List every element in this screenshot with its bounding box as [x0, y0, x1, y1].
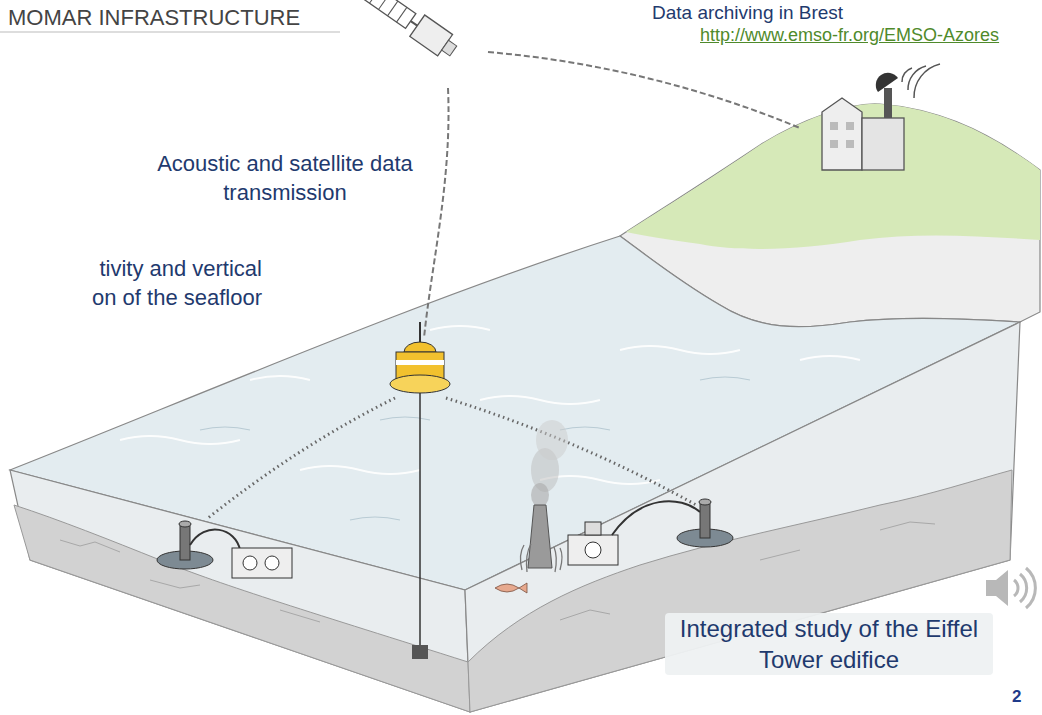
edifice-caption: Integrated study of the Eiffel Tower edi… — [665, 613, 993, 675]
page-number: 2 — [1012, 686, 1021, 708]
seafloor-caption: tivity and vertical on of the seafloor — [82, 255, 262, 312]
url-link: http://www.emso-fr.org/EMSO-Azores — [700, 24, 999, 47]
audio-icon — [982, 562, 1038, 614]
archive-note: Data archiving in Brest — [652, 1, 843, 26]
slide-title: MOMAR INFRASTRUCTURE — [8, 4, 300, 33]
transmission-caption: Acoustic and satellite data transmission — [135, 150, 435, 207]
